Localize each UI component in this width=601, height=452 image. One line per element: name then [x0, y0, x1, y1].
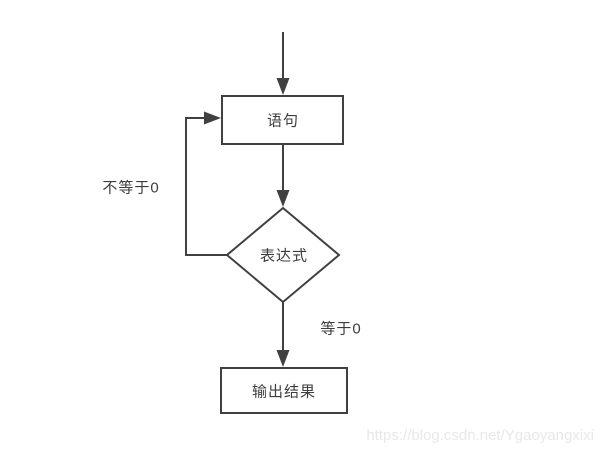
- loop-back-arrowhead: [204, 111, 221, 125]
- loop-condition-label: 不等于0: [102, 179, 160, 197]
- statement-label: 语句: [266, 112, 300, 130]
- expression-to-output-arrowhead: [276, 350, 290, 367]
- expression-label: 表达式: [259, 247, 309, 265]
- loop-back-line: [185, 117, 227, 256]
- statement-box: [221, 95, 344, 145]
- output-label: 输出结果: [251, 383, 317, 401]
- output-box: [220, 367, 348, 414]
- exit-condition-label: 等于0: [320, 320, 362, 338]
- watermark-url: https://blog.csdn.net/Ygaoyangxixi: [366, 427, 594, 444]
- entry-arrowhead: [276, 78, 290, 95]
- statement-to-expression-arrowhead: [276, 190, 290, 207]
